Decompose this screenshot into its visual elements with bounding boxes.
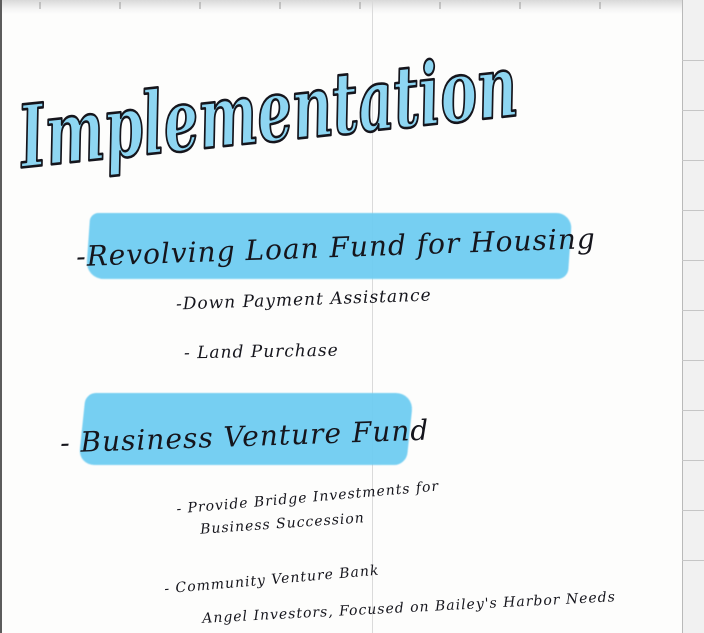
grid-line [682, 210, 704, 211]
paper-top-edge [0, 0, 704, 14]
title-graphic: Implementation [11, 34, 523, 190]
pad-binding-ticks [39, 2, 601, 9]
grid-line [682, 360, 704, 361]
grid-line [682, 160, 704, 161]
grid-line [682, 60, 704, 61]
page-title: Implementation [12, 35, 522, 188]
note-line: - Community Venture Bank [163, 562, 380, 598]
grid-line [682, 110, 704, 111]
grid-line [682, 460, 704, 461]
list-item: - Provide Bridge Investments for [175, 478, 440, 518]
grid-line [682, 560, 704, 561]
list-item: Business Succession [199, 510, 366, 538]
adjacent-grid-sheet [682, 0, 704, 633]
grid-line [682, 310, 704, 311]
grid-line [682, 410, 704, 411]
grid-line [682, 260, 704, 261]
grid-line [682, 510, 704, 511]
list-item: - Land Purchase [183, 340, 339, 364]
page-left-border [0, 0, 2, 633]
note-line: Angel Investors, Focused on Bailey's Har… [201, 589, 617, 627]
list-item: -Down Payment Assistance [175, 285, 432, 315]
page-fold-line [372, 0, 373, 633]
